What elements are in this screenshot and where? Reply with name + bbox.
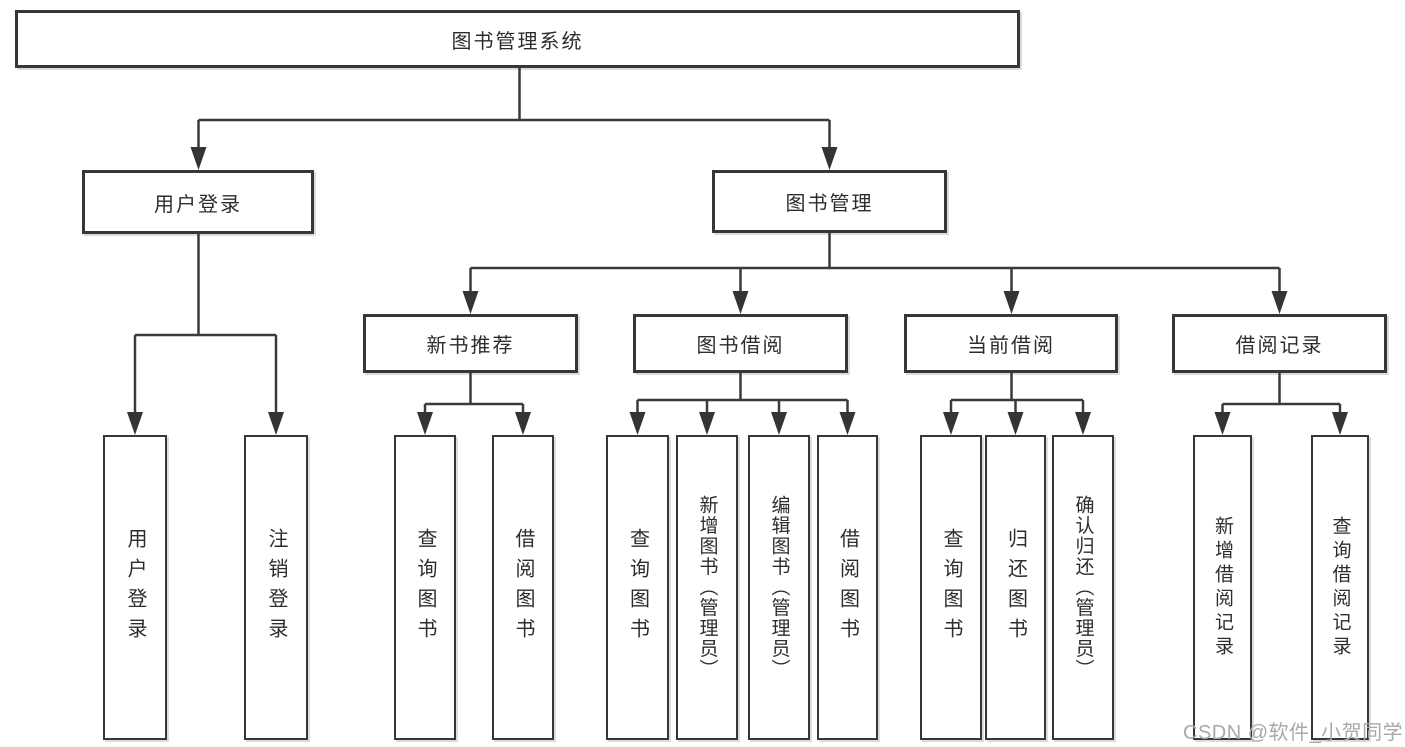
connector-line: [469, 233, 1281, 292]
leaf-label: 编辑图书（管理员）: [768, 495, 790, 680]
leaf-label: 新增图书（管理员）: [696, 495, 718, 680]
leaf-borrow-books-nb: 借阅图书: [492, 435, 554, 740]
node-library-management-system: 图书管理系统: [15, 10, 1020, 68]
arrow-down-icon: [821, 147, 838, 170]
arrow-down-icon: [1214, 412, 1231, 435]
node-book-management: 图书管理: [712, 170, 947, 233]
connector-user-login-children: [127, 234, 284, 435]
arrow-down-icon: [417, 412, 433, 435]
leaf-label: 借阅图书: [512, 527, 534, 648]
connector-book-mgmt-children: [462, 233, 1288, 314]
leaf-logout: 注销登录: [244, 435, 308, 740]
node-label: 借阅记录: [1235, 335, 1324, 357]
connector-line: [636, 373, 849, 413]
leaf-label: 查询图书: [414, 527, 436, 648]
node-label: 新书推荐: [426, 335, 515, 357]
node-label: 图书管理: [785, 193, 874, 215]
arrow-down-icon: [699, 412, 715, 435]
connector-line: [1221, 373, 1342, 413]
arrow-down-icon: [1271, 291, 1288, 314]
connector-book-borrow-children: [629, 373, 856, 435]
leaf-query-books-bb: 查询图书: [606, 435, 669, 740]
leaf-label: 归还图书: [1004, 527, 1027, 648]
arrow-down-icon: [127, 412, 143, 435]
node-book-borrowing: 图书借阅: [633, 314, 848, 373]
connector-line: [197, 68, 831, 148]
leaf-borrow-books-bb: 借阅图书: [817, 435, 878, 740]
arrow-down-icon: [1003, 291, 1020, 314]
leaf-return-books: 归还图书: [985, 435, 1046, 740]
leaf-label: 借阅图书: [836, 527, 859, 648]
arrow-down-icon: [732, 291, 749, 314]
arrow-down-icon: [462, 291, 479, 314]
arrow-down-icon: [629, 412, 646, 435]
node-borrowing-records: 借阅记录: [1172, 314, 1387, 373]
node-label: 图书管理系统: [451, 30, 584, 53]
arrow-down-icon: [1007, 412, 1024, 435]
leaf-label: 用户登录: [124, 527, 146, 648]
arrow-down-icon: [268, 412, 284, 435]
leaf-label: 查询图书: [626, 527, 649, 648]
leaf-confirm-return-admin: 确认归还（管理员）: [1052, 435, 1114, 740]
leaf-label: 确认归还（管理员）: [1072, 495, 1094, 680]
connector-borrow-records-children: [1214, 373, 1348, 435]
leaf-add-books-admin: 新增图书（管理员）: [676, 435, 738, 740]
leaf-query-books-nb: 查询图书: [394, 435, 456, 740]
node-label: 图书借阅: [696, 335, 785, 357]
leaf-user-login: 用户登录: [103, 435, 167, 740]
leaf-label: 注销登录: [265, 527, 287, 648]
leaf-query-borrow-record: 查询借阅记录: [1311, 435, 1369, 740]
arrow-down-icon: [943, 412, 959, 435]
leaf-add-borrow-record: 新增借阅记录: [1193, 435, 1252, 740]
connector-root-to-level2: [190, 68, 838, 170]
connector-line: [949, 373, 1085, 413]
connector-current-borrow-children: [943, 373, 1091, 435]
leaf-label: 查询图书: [940, 527, 962, 648]
leaf-label: 查询借阅记录: [1329, 515, 1351, 660]
csdn-watermark: CSDN @软件_小贺同学: [1183, 722, 1404, 744]
leaf-query-books-cb: 查询图书: [920, 435, 982, 740]
node-label: 当前借阅: [967, 335, 1055, 357]
connector-new-books-children: [417, 373, 531, 435]
connector-line: [133, 234, 278, 413]
arrow-down-icon: [1332, 412, 1348, 435]
node-new-book-recommend: 新书推荐: [363, 314, 578, 373]
node-current-borrowing: 当前借阅: [904, 314, 1118, 373]
leaf-edit-books-admin: 编辑图书（管理员）: [748, 435, 810, 740]
leaf-label: 新增借阅记录: [1212, 515, 1233, 660]
arrow-down-icon: [515, 412, 531, 435]
arrow-down-icon: [771, 412, 787, 435]
connector-line: [423, 373, 525, 413]
arrow-down-icon: [1075, 412, 1091, 435]
node-user-login: 用户登录: [82, 170, 314, 234]
arrow-down-icon: [839, 412, 856, 435]
arrow-down-icon: [190, 147, 207, 170]
node-label: 用户登录: [154, 193, 242, 216]
